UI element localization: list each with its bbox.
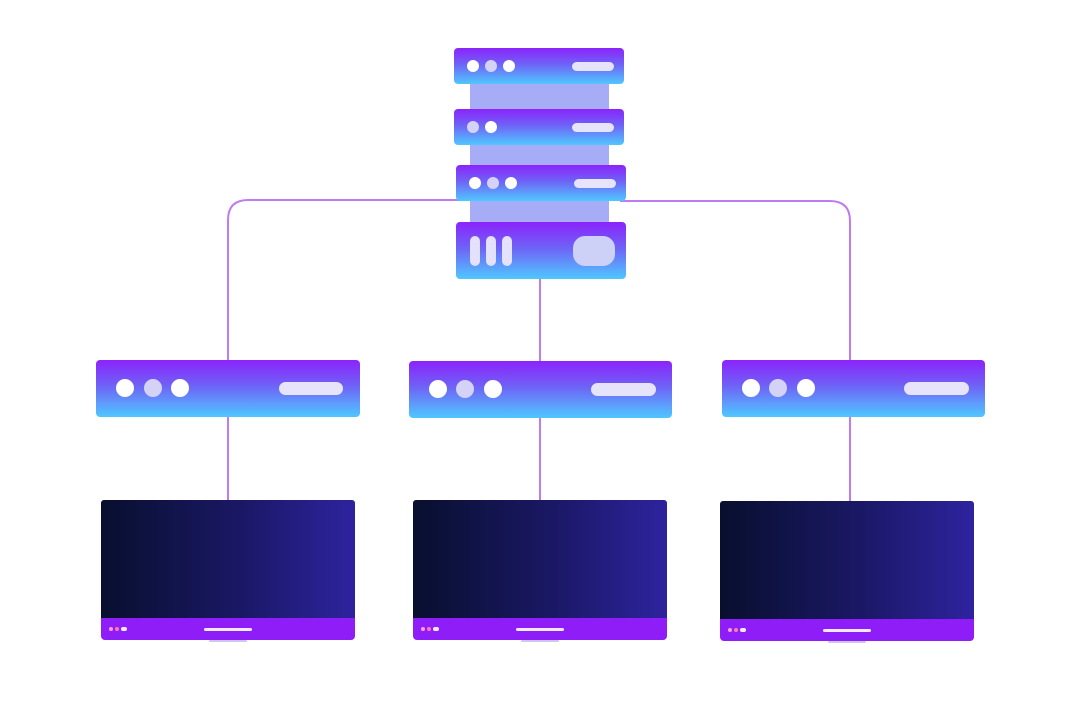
vent-slot <box>486 236 496 266</box>
network-switch-center <box>409 361 672 418</box>
port-light <box>429 380 447 398</box>
port-light <box>769 379 787 397</box>
indicator-dot <box>734 628 738 632</box>
monitor-screen <box>413 500 667 618</box>
monitor-right <box>720 501 974 643</box>
monitor-stand <box>828 641 866 643</box>
wire-right <box>620 200 851 360</box>
indicator-dot <box>421 627 425 631</box>
port-light <box>456 380 474 398</box>
indicator-bar <box>740 628 746 632</box>
status-light <box>469 177 481 189</box>
status-light <box>485 121 497 133</box>
status-light <box>505 177 517 189</box>
server-unit-2 <box>454 109 624 145</box>
server-rack-backplate <box>470 75 609 235</box>
port-light <box>742 379 760 397</box>
monitor-screen <box>101 500 355 618</box>
status-light <box>485 60 497 72</box>
status-light <box>467 60 479 72</box>
monitor-center <box>413 500 667 642</box>
vent-slot <box>502 236 512 266</box>
status-light <box>467 121 479 133</box>
indicator-bar <box>433 627 439 631</box>
monitor-bezel <box>720 619 974 641</box>
port-light <box>484 380 502 398</box>
monitor-bezel <box>101 618 355 640</box>
monitor-stand <box>209 640 247 642</box>
network-switch-left <box>96 360 360 417</box>
port-light <box>144 379 162 397</box>
monitor-left <box>101 500 355 642</box>
switch-panel <box>279 382 343 395</box>
indicator-dot <box>109 627 113 631</box>
server-base-unit <box>456 222 626 279</box>
network-switch-right <box>722 360 985 417</box>
status-light <box>503 60 515 72</box>
wire-left <box>227 199 460 360</box>
drive-bay <box>572 62 614 71</box>
monitor-label-bar <box>204 628 252 631</box>
server-unit-3 <box>456 165 626 201</box>
monitor-label-bar <box>823 629 871 632</box>
indicator-dot <box>728 628 732 632</box>
port-light <box>116 379 134 397</box>
server-unit-1 <box>454 48 624 84</box>
drive-bay <box>574 179 616 188</box>
power-button <box>573 236 615 266</box>
switch-panel <box>591 383 656 396</box>
indicator-bar <box>121 627 127 631</box>
monitor-label-bar <box>516 628 564 631</box>
monitor-bezel <box>413 618 667 640</box>
port-light <box>797 379 815 397</box>
switch-panel <box>904 382 969 395</box>
status-light <box>487 177 499 189</box>
monitor-screen <box>720 501 974 619</box>
port-light <box>171 379 189 397</box>
indicator-dot <box>115 627 119 631</box>
drive-bay <box>572 123 614 132</box>
vent-slot <box>470 236 480 266</box>
monitor-stand <box>521 640 559 642</box>
indicator-dot <box>427 627 431 631</box>
